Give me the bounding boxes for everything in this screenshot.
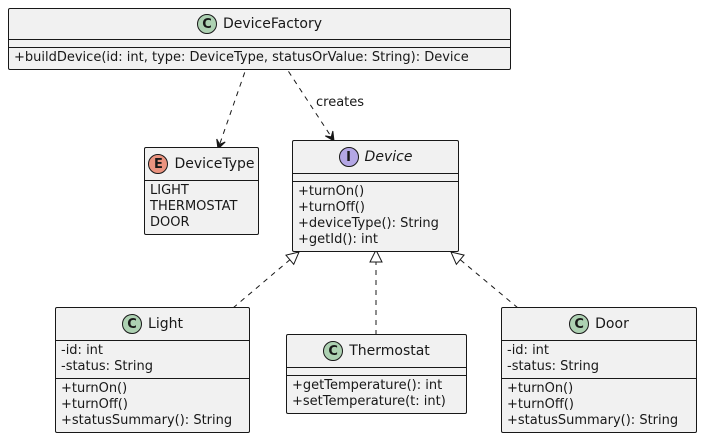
fields-section <box>9 39 510 47</box>
fields-section: -id: int-status: String <box>56 340 249 378</box>
method-entry: +getId(): int <box>298 232 378 247</box>
methods-section: +buildDevice(id: int, type: DeviceType, … <box>9 47 510 69</box>
fields-section <box>293 173 458 181</box>
enum-stereotype-icon: E <box>148 154 169 174</box>
class-box-device: I Device +turnOn()+turnOff()+deviceType():… <box>292 140 459 252</box>
realization-triangle-icon <box>450 251 465 266</box>
field-entry: THERMOSTAT <box>150 199 238 214</box>
class-header: E DeviceType <box>145 148 258 180</box>
methods-section: +turnOn()+turnOff()+statusSummary(): Str… <box>56 378 249 432</box>
field-entry: -id: int <box>507 343 550 358</box>
fields-section: -id: int-status: String <box>502 340 696 378</box>
methods-section: +turnOn()+turnOff()+deviceType(): String… <box>293 181 458 251</box>
relation-door-implements-device <box>450 251 519 309</box>
class-name: Thermostat <box>349 343 430 359</box>
method-entry: +deviceType(): String <box>298 216 439 231</box>
class-stereotype-icon: C <box>323 341 344 361</box>
arrowhead-icon <box>216 138 226 151</box>
class-stereotype-icon: C <box>196 14 217 34</box>
relation-line <box>232 259 291 309</box>
class-header: C DeviceFactory <box>9 9 510 39</box>
relation-line <box>459 259 519 309</box>
class-name: Door <box>595 316 629 332</box>
class-box-devicefactory: C DeviceFactory +buildDevice(id: int, type… <box>8 8 511 70</box>
method-entry: +turnOn() <box>507 381 574 396</box>
method-entry: +turnOff() <box>507 397 574 412</box>
class-name: Device <box>364 149 413 165</box>
relation-factory-to-devicetype <box>216 62 249 151</box>
field-entry: -status: String <box>61 359 153 374</box>
field-entry: -id: int <box>61 343 104 358</box>
relation-label: creates <box>316 95 364 110</box>
class-header: C Door <box>502 308 696 340</box>
field-entry: -status: String <box>507 359 599 374</box>
relation-line <box>217 62 249 150</box>
method-entry: +setTemperature(t: int) <box>292 394 446 409</box>
method-entry: +turnOn() <box>298 184 365 199</box>
class-stereotype-icon: C <box>569 314 590 334</box>
relation-thermostat-implements-device <box>369 248 383 335</box>
method-entry: +turnOn() <box>61 381 128 396</box>
class-header: C Light <box>56 308 249 340</box>
interface-stereotype-icon: I <box>338 147 359 167</box>
class-stereotype-icon: C <box>122 314 143 334</box>
method-entry: +statusSummary(): String <box>507 413 679 428</box>
class-name: Light <box>148 316 183 332</box>
field-entry: DOOR <box>150 215 190 230</box>
relation-factory-to-device: creates <box>282 62 364 142</box>
method-entry: +turnOff() <box>298 200 365 215</box>
method-entry: +turnOff() <box>61 397 128 412</box>
realization-triangle-icon <box>285 251 300 266</box>
method-entry: +buildDevice(id: int, type: DeviceType, … <box>14 50 469 65</box>
methods-section: +getTemperature(): int+setTemperature(t:… <box>287 375 466 413</box>
class-name: DeviceFactory <box>222 16 323 32</box>
class-box-thermostat: C Thermostat +getTemperature(): int+setTem… <box>286 334 467 414</box>
realization-triangle-icon <box>369 248 383 263</box>
field-entry: LIGHT <box>150 183 189 198</box>
class-header: C Thermostat <box>287 335 466 367</box>
method-entry: +getTemperature(): int <box>292 378 443 393</box>
arrowhead-icon <box>325 130 335 142</box>
method-entry: +statusSummary(): String <box>61 413 233 428</box>
class-name: DeviceType <box>174 156 255 172</box>
class-header: I Device <box>293 141 458 173</box>
methods-section: +turnOn()+turnOff()+statusSummary(): Str… <box>502 378 696 432</box>
relation-light-implements-device <box>232 251 300 309</box>
fields-section <box>287 367 466 375</box>
